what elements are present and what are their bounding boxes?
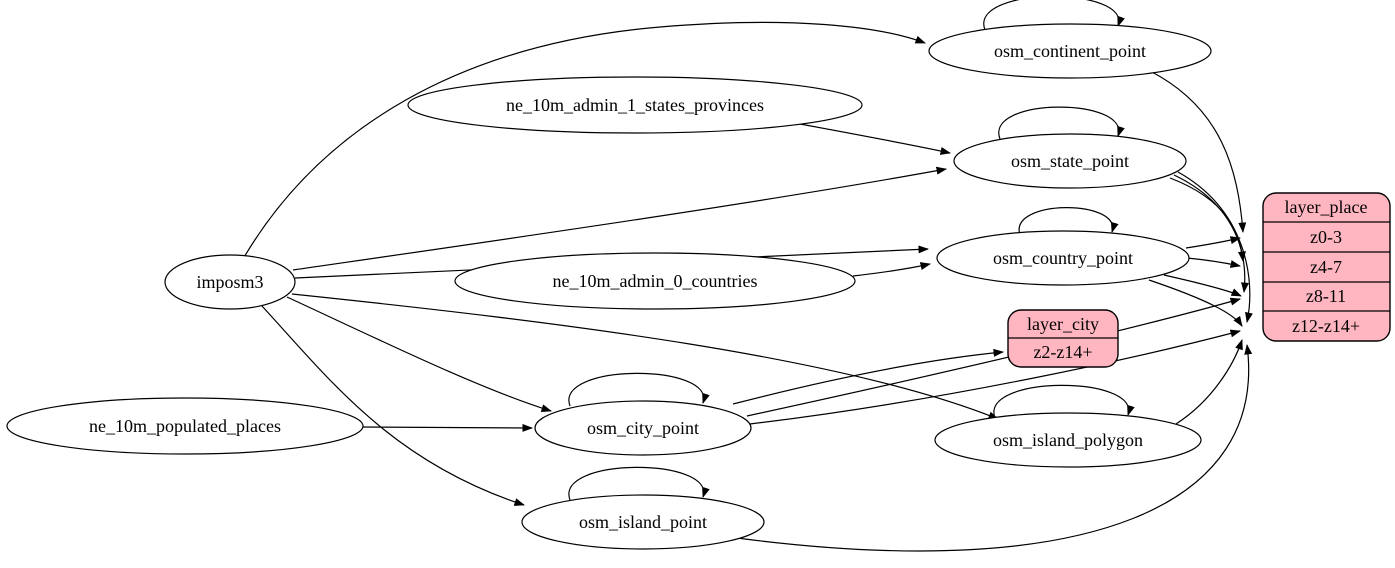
ne-10m-populated-places-ellipse — [6, 397, 364, 455]
layer-place-row-z0-3: z0-3 — [1310, 227, 1342, 247]
edge-selfloop-osm_island_point — [568, 466, 710, 501]
edge-selfloop-osm_island_polygon — [993, 384, 1135, 419]
edge-osm_city_point-layer_city-z2-z14 — [732, 348, 1004, 405]
node-osm-island-polygon: osm_island_polygon — [934, 412, 1202, 468]
layer-city-row-z2-z14: z2-z14+ — [1033, 342, 1092, 362]
imposm3-ellipse — [164, 254, 296, 310]
osm-continent-point-label: osm_continent_point — [994, 41, 1146, 61]
edge-osm_country_point-layer_place-z0-3 — [1185, 236, 1241, 249]
layer-place-row-z12-z14: z12-z14+ — [1292, 316, 1360, 336]
edge-imposm3-osm_city_point — [286, 296, 552, 413]
edge-osm_country_point-layer_place-z8-11 — [1163, 274, 1242, 297]
osm-island-point-ellipse — [521, 494, 765, 550]
edge-ne_10m_admin_1_states_provinces-osm_state_point — [799, 123, 951, 155]
layer-place-row-z4-7: z4-7 — [1310, 257, 1342, 277]
edge-imposm3-osm_state_point — [292, 166, 947, 271]
layer-place-title: layer_place — [1285, 197, 1368, 217]
node-ne-10m-populated-places: ne_10m_populated_places — [6, 397, 364, 455]
edge-imposm3-osm_island_polygon — [291, 293, 999, 420]
osm-island-polygon-ellipse — [934, 412, 1202, 468]
edge-imposm3-osm_continent_point — [242, 21, 926, 260]
osm-country-point-ellipse — [936, 230, 1190, 286]
layer-place-box — [1262, 192, 1391, 342]
osm-country-point-label: osm_country_point — [993, 248, 1133, 268]
edge-osm_city_point-layer_place-z12-z14 — [749, 329, 1241, 425]
edge-osm_state_point-layer_place-z8-11 — [1173, 174, 1249, 293]
osm-city-point-label: osm_city_point — [587, 418, 699, 438]
edge-osm_country_point-layer_place-z4-7 — [1186, 257, 1241, 268]
edge-osm_island_point-layer_place-z12-z14 — [736, 344, 1253, 552]
edge-osm_continent_point-layer_place-z0-3 — [1149, 70, 1247, 233]
edge-imposm3-osm_island_point — [261, 305, 525, 506]
osm-island-polygon-label: osm_island_polygon — [993, 430, 1143, 450]
edge-selfloop-osm_country_point — [1018, 207, 1119, 236]
edge-osm_state_point-layer_place-z12-z14 — [1177, 171, 1253, 323]
osm-state-point-ellipse — [953, 133, 1187, 189]
node-osm-island-point: osm_island_point — [521, 494, 765, 550]
node-osm-state-point: osm_state_point — [953, 133, 1187, 189]
edge-osm_island_polygon-layer_place-z12-z14 — [1175, 339, 1243, 425]
layer-city-title: layer_city — [1027, 314, 1099, 334]
node-osm-continent-point: osm_continent_point — [928, 23, 1212, 79]
ne-10m-admin-0-ellipse — [454, 252, 856, 310]
ne-10m-admin-0-label: ne_10m_admin_0_countries — [553, 271, 758, 291]
node-ne-10m-admin-0-countries: ne_10m_admin_0_countries — [454, 252, 856, 310]
edge-selfloop-osm_continent_point — [983, 0, 1125, 31]
ne-10m-admin-1-ellipse — [407, 76, 863, 134]
node-ne-10m-admin-1-states-provinces: ne_10m_admin_1_states_provinces — [407, 76, 863, 134]
imposm3-label: imposm3 — [196, 272, 263, 292]
osm-state-point-label: osm_state_point — [1011, 151, 1129, 171]
edges — [242, 0, 1253, 552]
layer-place-row-z8-11: z8-11 — [1306, 286, 1346, 306]
osm-island-point-label: osm_island_point — [579, 512, 707, 532]
record-layer-city: layer_city z2-z14+ — [1007, 309, 1119, 368]
edge-osm_city_point-layer_place-z8-11 — [746, 297, 1241, 417]
ne-10m-admin-1-label: ne_10m_admin_1_states_provinces — [506, 95, 764, 115]
edge-selfloop-osm_city_point — [568, 372, 710, 407]
edge-selfloop-osm_state_point — [998, 106, 1125, 140]
osm-city-point-ellipse — [534, 400, 752, 456]
node-osm-country-point: osm_country_point — [936, 230, 1190, 286]
osm-continent-point-ellipse — [928, 23, 1212, 79]
ne-10m-populated-places-label: ne_10m_populated_places — [89, 416, 281, 436]
edge-ne_10m_admin_0_countries-osm_country_point — [852, 262, 931, 277]
node-imposm3: imposm3 — [164, 254, 296, 310]
node-osm-city-point: osm_city_point — [534, 400, 752, 456]
edge-ne_10m_populated_places-osm_city_point — [361, 423, 533, 432]
record-layer-place: layer_place z0-3 z4-7 z8-11 z12-z14+ — [1262, 192, 1391, 342]
